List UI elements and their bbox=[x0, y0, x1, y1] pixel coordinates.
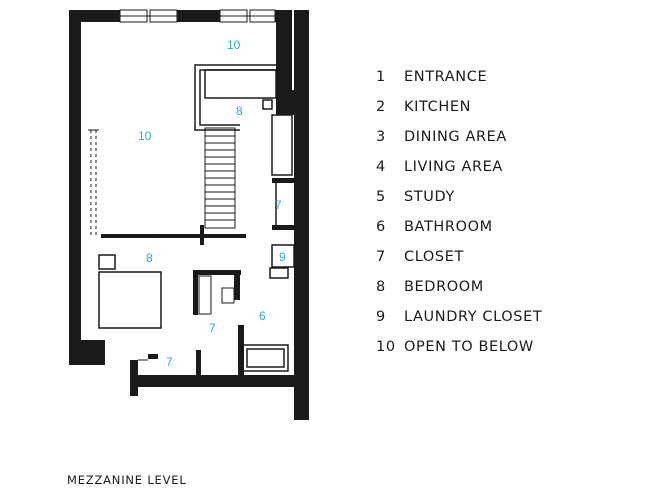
room-label-bedroom-top: 8 bbox=[236, 104, 243, 118]
legend-number: 7 bbox=[376, 249, 386, 265]
fixtures bbox=[88, 9, 295, 372]
legend-label: OPEN TO BELOW bbox=[404, 339, 534, 355]
legend-number: 9 bbox=[376, 309, 386, 325]
legend-item: 9 LAUNDRY CLOSET bbox=[376, 302, 542, 332]
legend-item: 8 BEDROOM bbox=[376, 272, 542, 302]
closet-internals bbox=[198, 275, 235, 315]
legend-item: 7 CLOSET bbox=[376, 242, 542, 272]
kitchen-counter bbox=[194, 64, 277, 131]
legend-label: LIVING AREA bbox=[404, 159, 503, 175]
legend-number: 4 bbox=[376, 159, 386, 175]
legend-item: 2 KITCHEN bbox=[376, 92, 542, 122]
room-labels: 10 10 8 8 7 9 6 7 7 bbox=[138, 38, 286, 369]
legend-label: ENTRANCE bbox=[404, 69, 488, 85]
legend-label: BATHROOM bbox=[404, 219, 493, 235]
bed bbox=[98, 254, 162, 329]
bathtub bbox=[242, 344, 289, 372]
legend-label: BEDROOM bbox=[404, 279, 484, 295]
plan-caption: MEZZANINE LEVEL bbox=[67, 473, 187, 487]
room-label-open-left: 10 bbox=[138, 129, 152, 143]
walls bbox=[69, 10, 309, 420]
windows bbox=[119, 9, 276, 23]
room-label-closet-right: 7 bbox=[275, 198, 282, 212]
room-legend: 1 ENTRANCE 2 KITCHEN 3 DINING AREA 4 LIVING … bbox=[376, 62, 542, 362]
legend-item: 4 LIVING AREA bbox=[376, 152, 542, 182]
legend-number: 8 bbox=[376, 279, 386, 295]
legend-number: 1 bbox=[376, 69, 386, 85]
laundry-fixture bbox=[269, 244, 295, 279]
legend-number: 3 bbox=[376, 129, 386, 145]
room-label-closet-bottom: 7 bbox=[166, 355, 173, 369]
legend-number: 6 bbox=[376, 219, 386, 235]
legend-item: 1 ENTRANCE bbox=[376, 62, 542, 92]
legend-label: LAUNDRY CLOSET bbox=[404, 309, 543, 325]
legend-number: 10 bbox=[376, 339, 396, 355]
legend-item: 5 STUDY bbox=[376, 182, 542, 212]
staircase bbox=[204, 127, 236, 229]
room-label-laundry: 9 bbox=[279, 250, 286, 264]
room-label-bedroom-main: 8 bbox=[146, 251, 153, 265]
legend-number: 2 bbox=[376, 99, 386, 115]
legend-label: STUDY bbox=[404, 189, 455, 205]
legend-item: 3 DINING AREA bbox=[376, 122, 542, 152]
railing bbox=[88, 129, 99, 235]
legend-label: DINING AREA bbox=[404, 129, 507, 145]
legend-item: 6 BATHROOM bbox=[376, 212, 542, 242]
closet-shelving bbox=[271, 114, 293, 225]
legend-item: 10 OPEN TO BELOW bbox=[376, 332, 542, 362]
legend-number: 5 bbox=[376, 189, 386, 205]
room-label-bathroom: 6 bbox=[259, 309, 266, 323]
room-label-closet-center: 7 bbox=[209, 321, 216, 335]
room-label-open-top: 10 bbox=[227, 38, 241, 52]
legend-label: KITCHEN bbox=[404, 99, 472, 115]
legend-label: CLOSET bbox=[404, 249, 464, 265]
